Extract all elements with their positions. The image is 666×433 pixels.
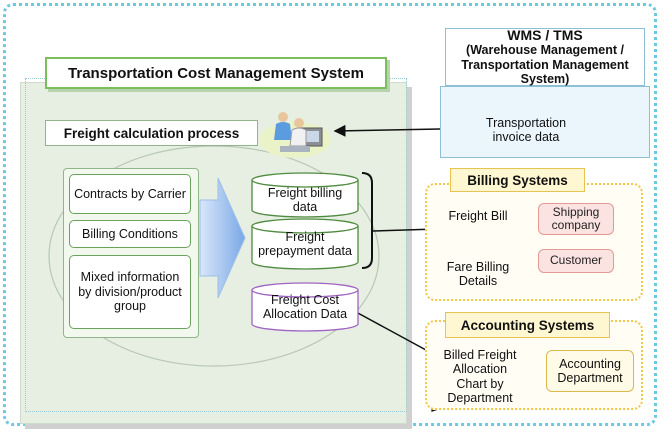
billing-conditions-box: Billing Conditions bbox=[69, 220, 191, 248]
mixed-info-box: Mixed information by division/product gr… bbox=[69, 255, 191, 329]
freight-bill-label: Freight Bill bbox=[448, 209, 508, 223]
wms-title-box: WMS / TMS (Warehouse Management / Transp… bbox=[445, 27, 645, 87]
shipping-company-box: Shipping company bbox=[538, 203, 614, 235]
accounting-department-box: Accounting Department bbox=[546, 350, 634, 392]
people-at-computer-icon bbox=[259, 112, 331, 158]
freight-prepayment-db bbox=[251, 218, 359, 270]
wms-title-sub: (Warehouse Management / Transportation M… bbox=[461, 43, 629, 87]
outputs-bracket bbox=[361, 172, 373, 269]
customer-label: Customer bbox=[549, 253, 602, 268]
freight-calc-process-label: Freight calculation process bbox=[45, 120, 258, 146]
fare-billing-label: Fare Billing Details bbox=[446, 260, 510, 289]
wms-title-main: WMS / TMS bbox=[507, 27, 583, 44]
freight-billing-label: Freight billing data bbox=[267, 186, 343, 215]
allocation-chart-label: Billed Freight Allocation Chart by Depar… bbox=[443, 348, 517, 406]
arrow-to-accounting bbox=[355, 311, 439, 357]
input-group-box: Contracts by Carrier Billing Conditions … bbox=[63, 168, 199, 338]
cost-allocation-db bbox=[251, 282, 359, 332]
contracts-box: Contracts by Carrier bbox=[69, 174, 191, 214]
billing-systems-title: Billing Systems bbox=[450, 168, 585, 192]
customer-box: Customer bbox=[538, 249, 614, 273]
contracts-label: Contracts by Carrier bbox=[74, 186, 186, 201]
accounting-systems-title: Accounting Systems bbox=[445, 312, 610, 338]
transport-invoice-label: Transportation invoice data bbox=[485, 116, 567, 145]
tcms-title: Transportation Cost Management System bbox=[45, 57, 387, 89]
process-flow-arrow bbox=[199, 177, 246, 299]
mixed-info-label: Mixed information by division/product gr… bbox=[78, 270, 182, 314]
freight-billing-db bbox=[251, 172, 359, 218]
arrow-from-wms bbox=[333, 124, 441, 137]
shipping-company-label: Shipping company bbox=[551, 204, 601, 232]
wms-panel bbox=[440, 86, 650, 158]
process-ellipse bbox=[48, 145, 380, 367]
outer-frame bbox=[3, 3, 657, 426]
accounting-department-label: Accounting Department bbox=[557, 356, 623, 385]
billing-systems-panel bbox=[425, 183, 643, 301]
freight-prepayment-label: Freight prepayment data bbox=[258, 230, 352, 259]
cost-allocation-label: Freight Cost Allocation Data bbox=[262, 293, 348, 322]
billing-conditions-label: Billing Conditions bbox=[82, 226, 178, 241]
